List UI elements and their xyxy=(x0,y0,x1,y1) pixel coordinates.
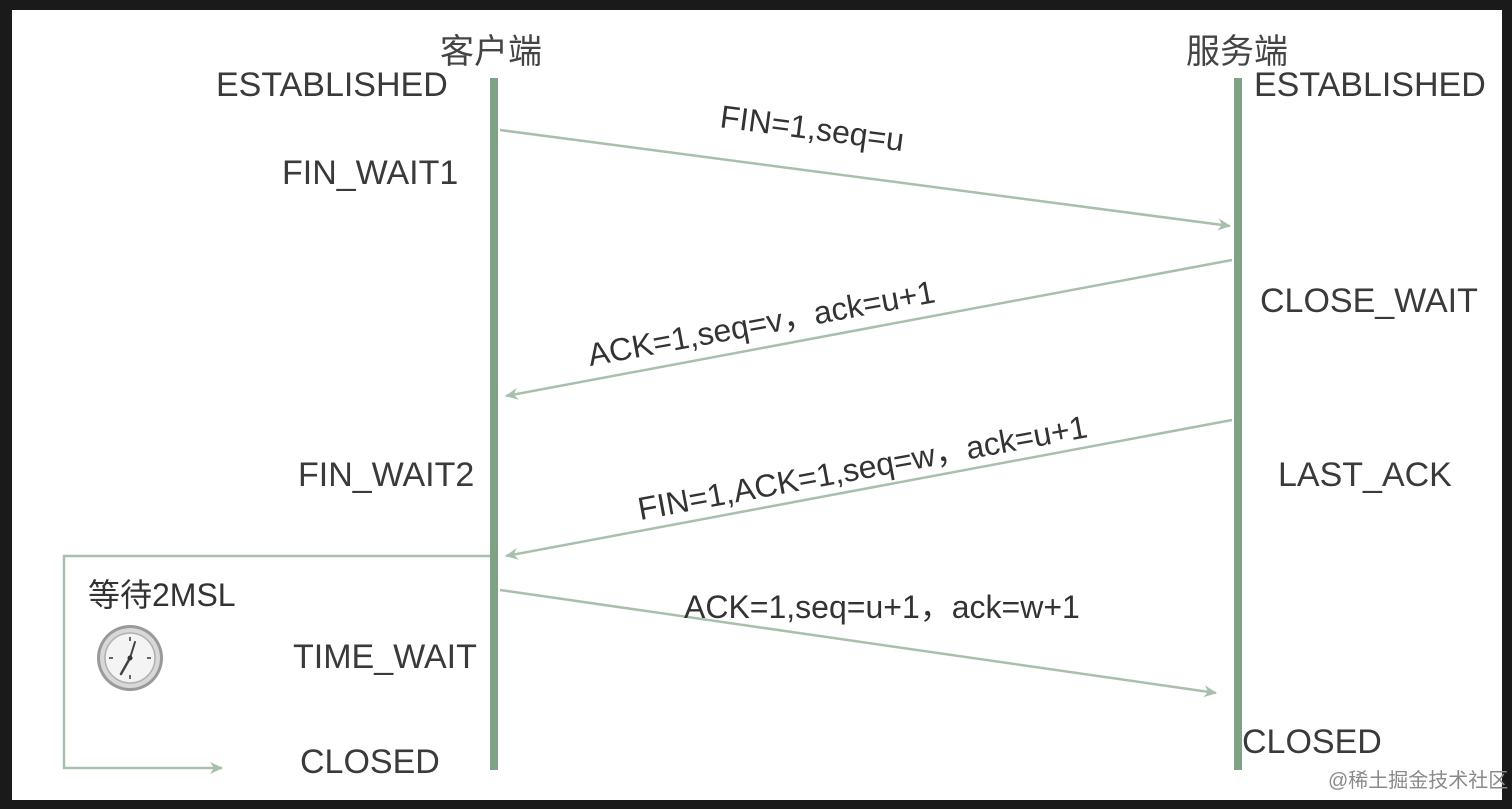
arrow-ack-server-to-client xyxy=(505,258,1233,400)
clock-icon xyxy=(97,625,163,691)
tcp-four-way-handshake-diagram: 客户端 服务端 ESTABLISHED FIN_WAIT1 FIN_WAIT2 … xyxy=(12,10,1508,800)
arrow-ack-client-to-server xyxy=(499,588,1217,698)
client-state-time-wait: TIME_WAIT xyxy=(293,638,477,676)
arrow-fin-client-to-server xyxy=(499,128,1231,231)
message-label-final-ack: ACK=1,seq=u+1，ack=w+1 xyxy=(684,589,1080,625)
server-state-established: ESTABLISHED xyxy=(1254,66,1486,104)
client-state-established: ESTABLISHED xyxy=(216,66,448,104)
client-state-closed: CLOSED xyxy=(300,743,440,781)
client-state-fin-wait2: FIN_WAIT2 xyxy=(298,456,475,494)
server-state-closed: CLOSED xyxy=(1242,723,1382,761)
client-state-fin-wait1: FIN_WAIT1 xyxy=(282,154,459,192)
diagram-graphics xyxy=(62,78,1242,774)
server-header: 服务端 xyxy=(1186,33,1288,71)
server-state-close-wait: CLOSE_WAIT xyxy=(1260,282,1478,320)
watermark: @稀土掘金技术社区 xyxy=(1328,770,1509,792)
server-state-last-ack: LAST_ACK xyxy=(1278,456,1452,494)
arrow-fin-ack-server-to-client xyxy=(505,418,1233,560)
client-header: 客户端 xyxy=(440,33,542,71)
wait-2msl-bracket xyxy=(62,554,490,774)
wait-2msl-label: 等待2MSL xyxy=(88,577,236,613)
